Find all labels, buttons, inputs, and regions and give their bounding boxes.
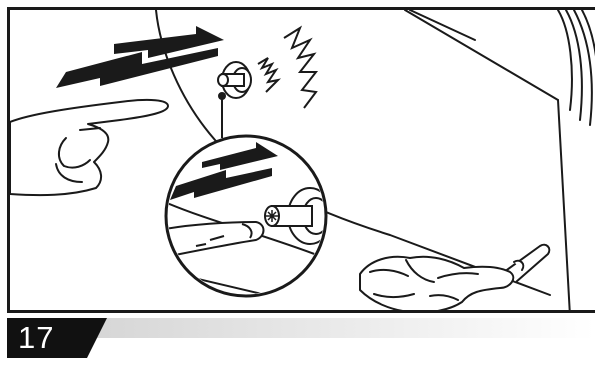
pointing-hand-icon: [10, 100, 168, 195]
roll-ring-4: [582, 10, 595, 128]
step-number: 17: [18, 321, 54, 355]
zigzag-sound-icon: [258, 28, 316, 108]
magnified-button-detail: [160, 136, 332, 310]
illustration-svg: [10, 10, 595, 313]
device-side-edge: [558, 100, 570, 313]
roll-ring-2: [566, 10, 582, 120]
device-top-edge: [405, 10, 558, 100]
illustration-panel: [7, 7, 595, 313]
roll-ring-1: [558, 10, 572, 110]
device-inner-line: [410, 10, 475, 40]
hand-holding-device-icon: [360, 245, 549, 313]
push-arrows-icon: [56, 26, 224, 88]
button-small: [218, 62, 251, 99]
